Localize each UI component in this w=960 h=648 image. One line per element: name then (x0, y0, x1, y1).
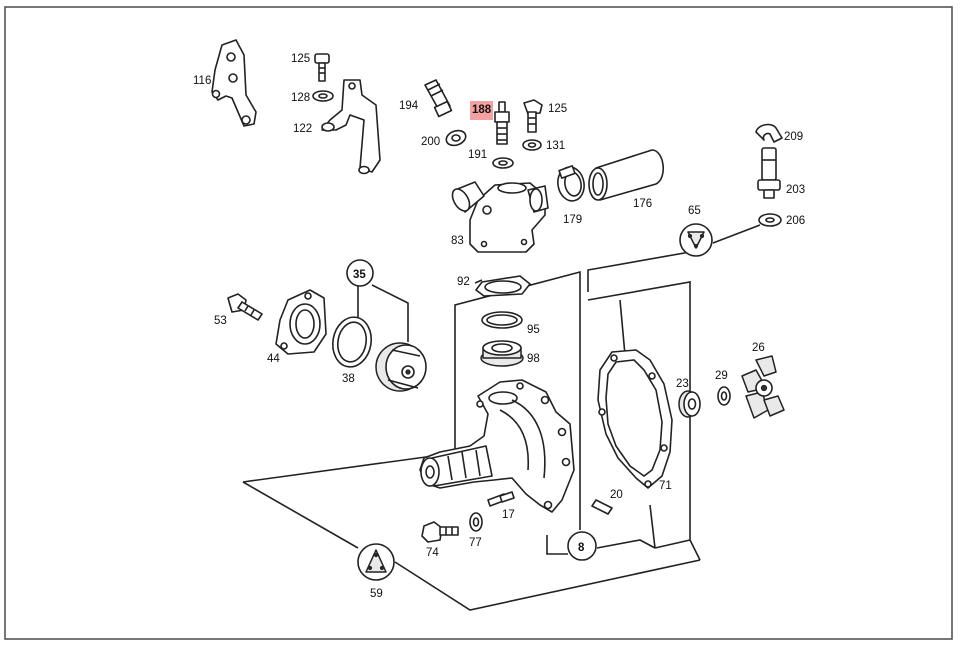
label-23: 23 (676, 378, 689, 390)
pulley-59[interactable] (357, 543, 395, 581)
label-38: 38 (342, 373, 355, 385)
ref-circle-35[interactable] (346, 259, 374, 287)
label-74: 74 (426, 547, 439, 559)
gasket-71[interactable] (597, 349, 673, 489)
washer-206[interactable] (758, 213, 782, 227)
label-53: 53 (214, 315, 227, 327)
sensor-188[interactable] (494, 101, 510, 145)
cover-44[interactable] (275, 289, 327, 355)
label-200: 200 (421, 136, 440, 148)
washer-131[interactable] (522, 139, 542, 151)
label-179: 179 (563, 214, 582, 226)
water-pump-housing[interactable] (419, 379, 575, 513)
label-77: 77 (469, 537, 482, 549)
stud-17[interactable] (487, 491, 515, 507)
ref-circle-8[interactable] (567, 531, 597, 561)
label-188: 188 (472, 104, 492, 116)
label-17: 17 (502, 509, 515, 521)
label-65: 65 (688, 205, 701, 217)
label-176: 176 (633, 198, 652, 210)
gasket-92[interactable] (475, 275, 531, 297)
label-209: 209 (784, 131, 803, 143)
label-191: 191 (468, 149, 487, 161)
stud-20[interactable] (591, 499, 613, 515)
connector-203[interactable] (757, 147, 781, 199)
part-labels: 116 125 128 122 194 188 125 200 191 131 … (193, 53, 805, 600)
hose-clamp-179[interactable] (555, 165, 587, 203)
label-29: 29 (715, 370, 728, 382)
highlight-188 (470, 101, 493, 120)
label-128: 128 (291, 92, 310, 104)
label-20: 20 (610, 489, 623, 501)
label-71: 71 (659, 480, 672, 492)
label-125a: 125 (291, 53, 310, 65)
bolt-74[interactable] (421, 521, 459, 543)
label-116: 116 (193, 75, 211, 87)
washer-191[interactable] (492, 157, 514, 169)
label-83: 83 (451, 235, 464, 247)
label-203: 203 (786, 184, 805, 196)
bracket-116[interactable] (211, 39, 257, 127)
label-98: 98 (527, 353, 540, 365)
washer-29[interactable] (717, 386, 731, 406)
pump-35[interactable] (375, 342, 427, 392)
label-194: 194 (399, 100, 419, 112)
label-125b: 125 (548, 103, 567, 115)
label-44: 44 (267, 353, 280, 365)
bolt-125-right[interactable] (523, 99, 543, 133)
label-8: 8 (578, 542, 585, 554)
bolt-53[interactable] (227, 293, 263, 321)
hose-176[interactable] (588, 149, 664, 201)
sensor-194[interactable] (424, 79, 453, 118)
washer-200[interactable] (444, 128, 468, 148)
label-206: 206 (786, 215, 805, 227)
clamp-209[interactable] (755, 123, 783, 143)
washer-128[interactable] (312, 90, 334, 102)
spacer-23[interactable] (678, 390, 701, 418)
thermostat-98[interactable] (480, 340, 524, 367)
label-131: 131 (546, 140, 565, 152)
label-26: 26 (752, 342, 765, 354)
label-95: 95 (527, 324, 540, 336)
oring-95[interactable] (481, 311, 523, 329)
bracket-122[interactable] (321, 79, 381, 175)
pulley-65[interactable] (679, 223, 713, 257)
washer-77[interactable] (469, 512, 483, 532)
label-122: 122 (293, 123, 312, 135)
thermostat-housing-83[interactable] (449, 181, 549, 253)
label-35: 35 (353, 269, 366, 281)
fan-26[interactable] (741, 355, 785, 419)
label-59: 59 (370, 588, 383, 600)
bolt-125-left[interactable] (314, 53, 330, 82)
label-92: 92 (457, 276, 470, 288)
oring-38[interactable] (329, 314, 375, 370)
